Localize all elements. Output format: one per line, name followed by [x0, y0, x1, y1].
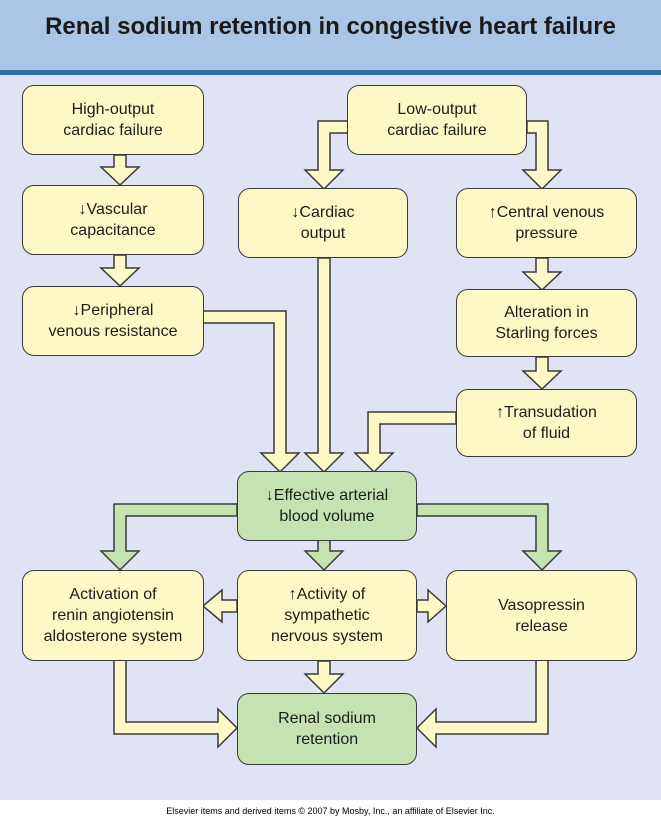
- arrow-sympathetic-to-raas: [201, 588, 238, 624]
- arrow-transudation-to-eabv: [353, 411, 457, 474]
- arrow-cardiac-to-eabv: [303, 257, 345, 474]
- arrow-sympathetic-to-renal: [303, 660, 345, 695]
- node-peripheral-venous-resistance: ↓Peripheral venous resistance: [22, 286, 204, 356]
- node-cardiac-output: ↓Cardiac output: [238, 188, 408, 258]
- node-high-output-cardiac-failure: High-output cardiac failure: [22, 85, 204, 155]
- node-vasopressin-release: Vasopressin release: [446, 570, 637, 661]
- node-alteration-in-starling-forces: Alteration in Starling forces: [456, 289, 637, 357]
- node-effective-arterial-blood-volume: ↓Effective arterial blood volume: [237, 471, 417, 541]
- node-transudation-of-fluid: ↑Transudation of fluid: [456, 389, 637, 457]
- arrow-eabv-to-sympathetic: [303, 539, 345, 572]
- arrow-low-to-cardiac: [303, 120, 349, 191]
- node-vascular-capacitance: ↓Vascular capacitance: [22, 185, 204, 255]
- node-low-output-cardiac-failure: Low-output cardiac failure: [347, 85, 527, 155]
- arrow-raas-to-renal: [113, 659, 239, 749]
- node-renal-sodium-retention: Renal sodium retention: [237, 693, 417, 765]
- header-rule: [0, 70, 661, 75]
- arrow-low-to-cvp: [521, 120, 563, 191]
- page-title: Renal sodium retention in congestive hea…: [45, 13, 616, 40]
- arrow-vascular-to-peripheral: [99, 254, 141, 288]
- copyright-footer: Elsevier items and derived items © 2007 …: [166, 806, 495, 816]
- arrow-starling-to-transudation: [521, 356, 563, 391]
- node-renin-angiotensin-aldosterone-system: Activation of renin angiotensin aldoster…: [22, 570, 204, 661]
- arrow-sympathetic-to-vasopressin: [416, 588, 448, 624]
- arrow-eabv-to-vasopressin: [416, 503, 563, 572]
- arrow-peripheral-to-eabv: [202, 310, 301, 474]
- arrow-high-to-vascular: [99, 154, 141, 187]
- arrow-vasopressin-to-renal: [415, 659, 549, 749]
- node-sympathetic-nervous-system: ↑Activity of sympathetic nervous system: [237, 570, 417, 661]
- header-bar: [0, 0, 661, 70]
- arrow-cvp-to-starling: [521, 257, 563, 292]
- node-central-venous-pressure: ↑Central venous pressure: [456, 188, 637, 258]
- arrow-eabv-to-raas: [99, 503, 238, 572]
